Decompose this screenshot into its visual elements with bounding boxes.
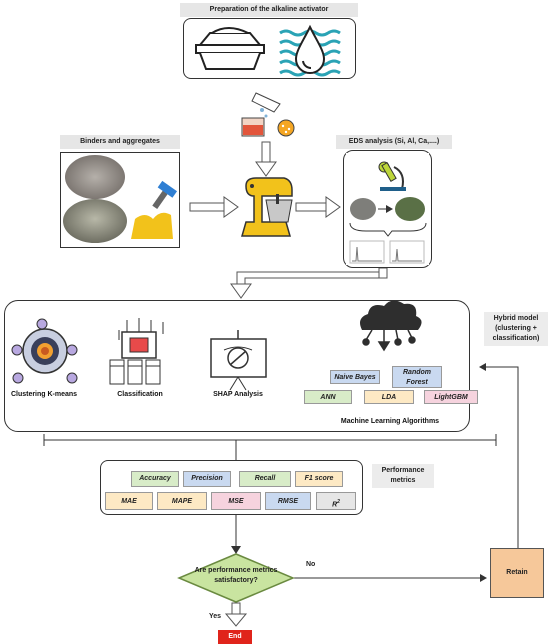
algo-random-forest: Random Forest <box>392 366 442 388</box>
step-classification: Classification <box>117 391 163 398</box>
arrow-mixer-to-eds <box>295 196 341 218</box>
metric-accuracy: Accuracy <box>131 471 179 487</box>
algo-lda: LDA <box>364 390 414 404</box>
algo-naive-bayes: Naive Bayes <box>330 370 380 384</box>
retain-box: Retain <box>490 548 544 598</box>
step-ml: Machine Learning Algorithms <box>340 418 440 425</box>
eds-label: EDS analysis (Si, Al, Ca,....) <box>336 135 452 149</box>
decision-question: Are performance metrics satisfactory? <box>194 567 278 584</box>
end-box: End <box>218 630 252 644</box>
label-yes: Yes <box>209 613 222 620</box>
bracket-under-ml <box>43 434 497 446</box>
arrow-binders-to-mixer <box>189 196 239 218</box>
arrow-retain-to-ml <box>479 363 519 548</box>
microscope-icon <box>346 153 429 265</box>
algo-lightgbm: LightGBM <box>424 390 478 404</box>
hybrid-label: Hybrid model (clustering + classificatio… <box>484 312 548 346</box>
binders-box <box>60 152 180 248</box>
metric-f1: F1 score <box>295 471 343 487</box>
metric-rmse: RMSE <box>265 492 311 510</box>
algo-ann: ANN <box>304 390 352 404</box>
activator-box <box>183 18 356 79</box>
step-shap: SHAP Analysis <box>213 391 263 398</box>
metric-precision: Precision <box>183 471 231 487</box>
metric-mape: MAPE <box>157 492 207 510</box>
label-no: No <box>306 561 316 568</box>
metric-mse: MSE <box>211 492 261 510</box>
powder-tray-icon <box>195 27 265 70</box>
aggregates-image <box>63 155 178 243</box>
metric-r2: R2 <box>316 492 356 510</box>
water-drop-icon <box>279 24 341 77</box>
arrow-flask-to-mixer <box>255 141 277 177</box>
performance-label: Performance metrics <box>372 464 434 488</box>
metric-mae: MAE <box>105 492 153 510</box>
step-clustering: Clustering K-means <box>10 391 78 398</box>
eds-box <box>343 150 432 268</box>
arrow-yes-to-end <box>224 602 248 627</box>
binders-label: Binders and aggregates <box>60 135 180 149</box>
activator-label: Preparation of the alkaline activator <box>180 3 358 17</box>
arrow-eds-to-ml <box>230 267 388 299</box>
metric-recall: Recall <box>239 471 291 487</box>
